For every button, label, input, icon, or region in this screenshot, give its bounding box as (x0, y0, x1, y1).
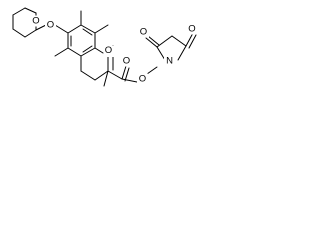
bond (24, 29, 37, 38)
aromatic-ring (67, 24, 96, 57)
bond (94, 47, 104, 54)
bond (145, 37, 158, 48)
chemical-structure-diagram: O O O O O N O O (12, 7, 198, 87)
bond (12, 28, 26, 38)
succinimide-carbonyl-top-oxygen: O (140, 27, 147, 38)
quaternary-carbon-substituents (103, 70, 123, 87)
chroman-ring (80, 45, 114, 81)
chroman-ring-oxygen: O (105, 45, 112, 56)
bond (80, 47, 96, 57)
bond (124, 67, 130, 82)
bond (94, 70, 109, 81)
label-background (121, 55, 132, 67)
bond (82, 28, 93, 36)
tetrahydropyran-oxygen: O (32, 16, 39, 27)
bond (24, 7, 37, 14)
bond (12, 7, 26, 16)
bond (103, 70, 109, 87)
bond (185, 32, 194, 47)
bond (35, 24, 47, 31)
bond (121, 78, 138, 83)
succinimide-nitrogen-label: N (164, 55, 175, 67)
tetrahydropyran-oxygen-label: O (30, 15, 42, 27)
succinimide-carbonyl-bottom-oxygen: O (188, 24, 195, 35)
label-background (137, 73, 148, 85)
succinimide-carbonyl-bottom-oxygen-label: O (186, 23, 198, 35)
ether-linkage (35, 24, 69, 34)
label-background (186, 23, 198, 35)
ether-oxygen-label: O (45, 19, 56, 31)
bond (156, 35, 173, 48)
n-o-linkage (146, 66, 158, 75)
label-background (103, 46, 115, 57)
ester-oxygen-label: O (137, 73, 148, 85)
bond (121, 65, 127, 80)
bond (94, 24, 109, 34)
label-background (45, 19, 56, 31)
ester-carbonyl-oxygen: O (123, 56, 130, 67)
ester-group (121, 65, 138, 83)
bond (80, 70, 96, 81)
chroman-ring-oxygen-label: O (103, 45, 115, 57)
bond (156, 46, 166, 61)
bond (54, 47, 69, 57)
aromatic-methyl-groups (54, 10, 109, 57)
label-background (30, 15, 42, 27)
atom-labels: O O O O O N O O (30, 15, 198, 85)
label-background (138, 26, 149, 38)
bond (67, 47, 82, 57)
bond (82, 45, 93, 53)
bond (80, 24, 96, 34)
bond (146, 66, 158, 75)
label-background (164, 55, 175, 67)
bond (107, 70, 123, 80)
bond (177, 45, 187, 61)
bond (188, 34, 197, 49)
bond (171, 35, 187, 47)
bond (147, 35, 160, 46)
ether-oxygen: O (47, 20, 54, 31)
succinimide-carbonyl-top-oxygen-label: O (138, 26, 149, 38)
succinimide-ring (145, 32, 197, 61)
bond (67, 24, 82, 34)
ester-carbonyl-oxygen-label: O (121, 55, 132, 67)
succinimide-nitrogen: N (166, 56, 173, 67)
ester-oxygen: O (139, 74, 146, 85)
bond (54, 24, 69, 34)
